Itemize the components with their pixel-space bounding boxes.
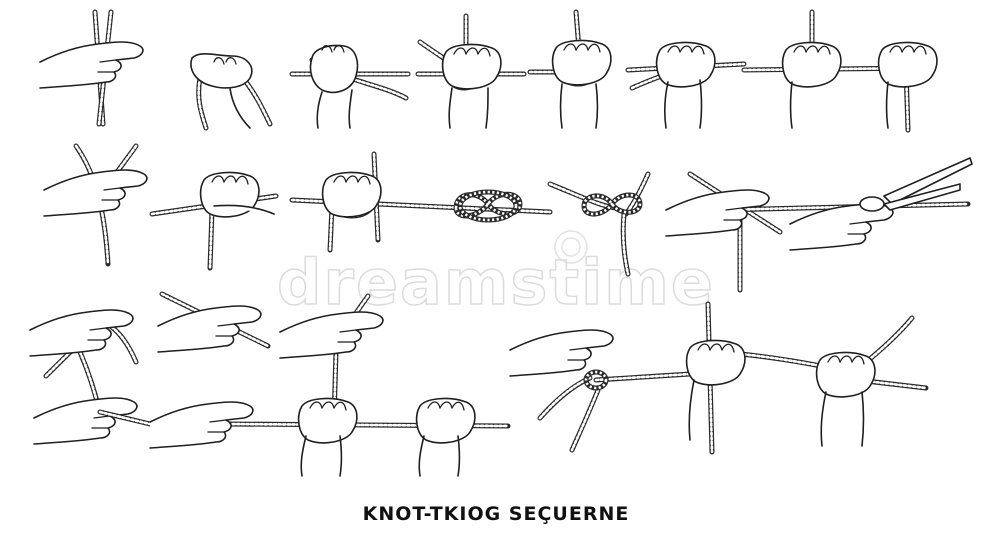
hand	[815, 351, 876, 398]
hand	[655, 41, 716, 88]
hand	[33, 397, 138, 445]
step-4	[415, 13, 527, 129]
hand	[39, 41, 144, 89]
step-5	[527, 9, 612, 129]
step-11-figure-eight-knot	[453, 189, 523, 223]
hand	[781, 41, 842, 88]
step-6	[625, 41, 747, 129]
hand	[551, 39, 612, 86]
diagram-title: KNOT-TKIOG SEÇUERNE	[362, 503, 630, 525]
hand	[877, 41, 938, 88]
hand	[321, 171, 382, 218]
step-7	[741, 9, 938, 133]
step-2	[190, 53, 273, 131]
step-1	[39, 9, 144, 127]
watermark-logo-ring-inner	[561, 237, 581, 257]
watermark-text: dreamstime	[277, 246, 715, 319]
step-8	[43, 143, 148, 267]
step-16	[149, 293, 511, 477]
scissors-icon	[859, 157, 973, 212]
watermark: dreamstime	[276, 230, 715, 320]
step-17	[509, 301, 929, 455]
hand	[685, 339, 746, 386]
hand	[157, 305, 262, 353]
step-12	[547, 171, 651, 277]
hand	[43, 169, 148, 217]
step-13-cutting	[665, 157, 973, 293]
step-3	[289, 44, 411, 129]
step-14	[29, 309, 153, 445]
step-15	[157, 291, 271, 353]
step-9	[149, 171, 279, 271]
watermark-logo-ring-outer	[554, 230, 588, 264]
step-10	[289, 151, 553, 253]
hand	[441, 43, 502, 90]
hand	[509, 329, 614, 377]
hand	[415, 397, 476, 444]
hand	[297, 397, 358, 444]
